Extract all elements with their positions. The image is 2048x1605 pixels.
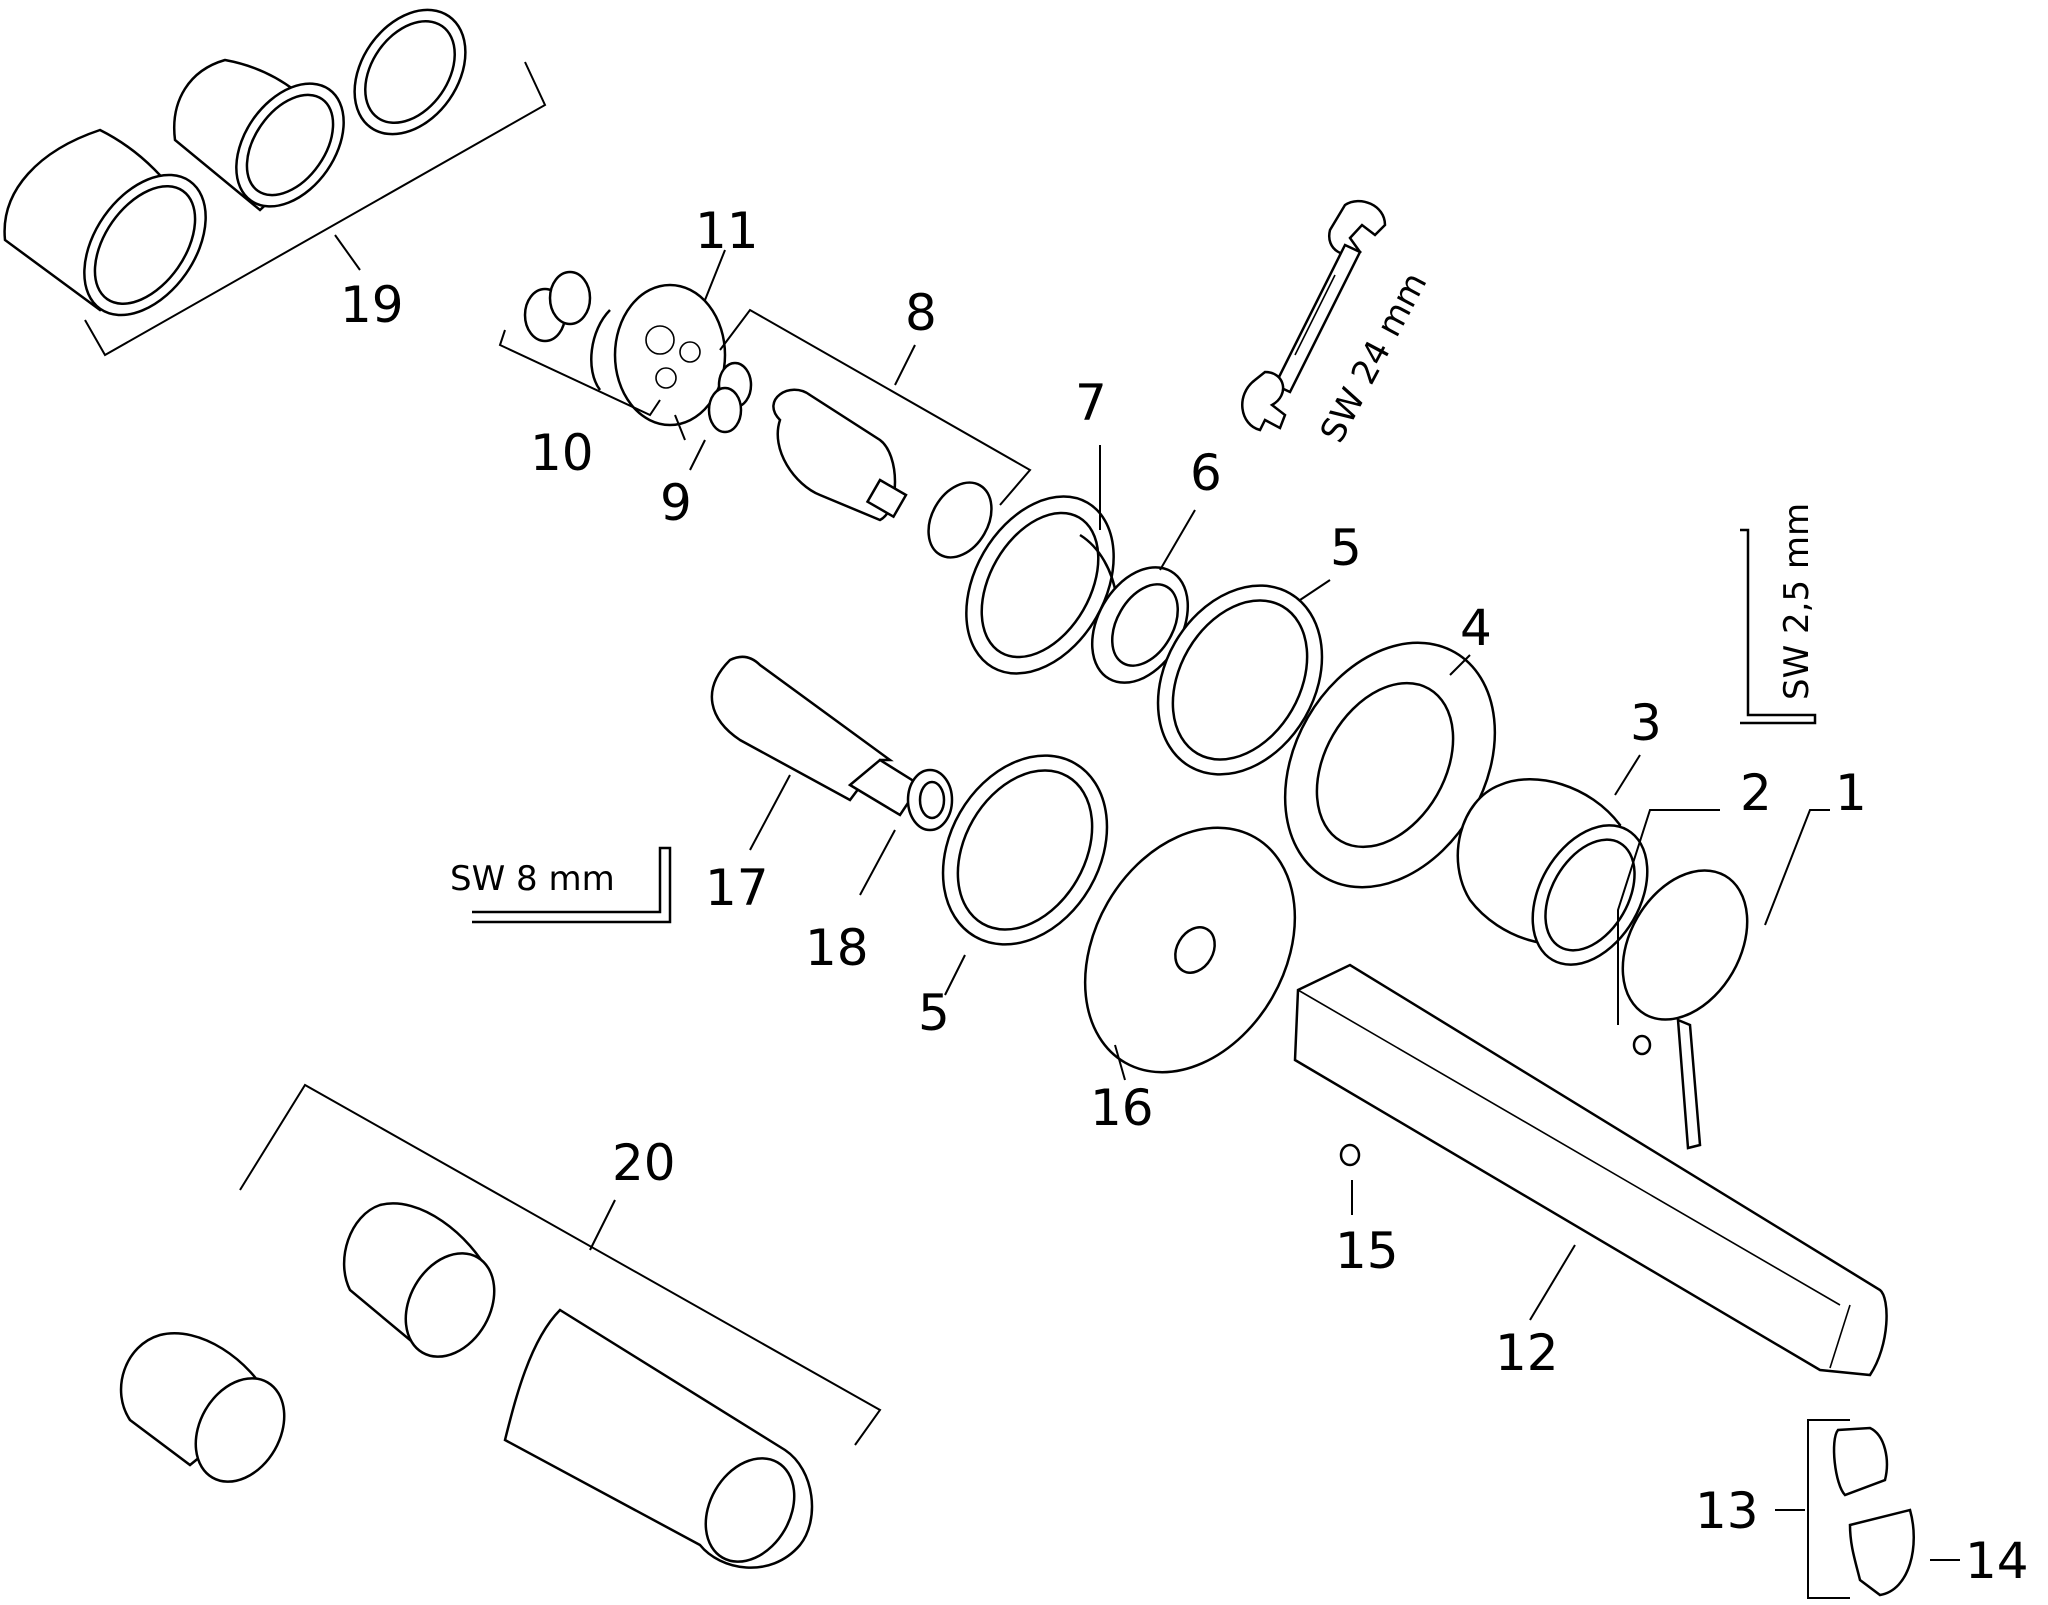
label-12: 12 <box>1495 1324 1559 1382</box>
hex-key-small-icon <box>1740 528 1817 725</box>
label-13: 13 <box>1695 1482 1759 1540</box>
label-10: 10 <box>530 424 594 482</box>
label-8: 8 <box>905 284 937 342</box>
label-5-upper: 5 <box>1330 519 1362 577</box>
part-3-sleeve <box>1456 754 1649 966</box>
part-12-spout <box>1293 963 1888 1377</box>
part-1-handle <box>1621 809 1830 1150</box>
label-17: 17 <box>705 859 769 917</box>
label-19: 19 <box>340 276 404 334</box>
part-8-cartridge <box>719 308 1032 559</box>
label-18: 18 <box>805 919 869 977</box>
label-7: 7 <box>1075 374 1107 432</box>
label-9: 9 <box>660 474 692 532</box>
part-16-cover-plate <box>1083 826 1297 1081</box>
part-17-extension <box>710 655 922 851</box>
label-5-lower: 5 <box>918 984 950 1042</box>
label-1: 1 <box>1835 764 1867 822</box>
part-18-nipple <box>859 768 954 896</box>
part-5-ring-upper <box>1156 579 1331 776</box>
label-4: 4 <box>1460 599 1492 657</box>
label-3: 3 <box>1630 694 1662 752</box>
label-6: 6 <box>1190 444 1222 502</box>
label-15: 15 <box>1335 1222 1399 1280</box>
label-16: 16 <box>1090 1079 1154 1137</box>
label-14: 14 <box>1965 1532 2029 1590</box>
part-19-sleeves <box>3 8 547 357</box>
part-5-ring-lower <box>941 754 1109 996</box>
hex-key-large-icon <box>472 846 672 924</box>
part-2-screw <box>1617 809 1720 1056</box>
hex-key-small-label: SW 2,5 mm <box>1777 503 1817 700</box>
part-9-seal <box>689 361 753 471</box>
part-13-14-aerator <box>1775 1419 1960 1599</box>
label-2: 2 <box>1740 764 1772 822</box>
part-10-11-seals <box>498 249 727 441</box>
label-11: 11 <box>695 202 759 260</box>
part-20-tools <box>119 1083 882 1569</box>
hex-key-large-label: SW 8 mm <box>450 859 615 899</box>
wrench-icon <box>1241 199 1387 432</box>
part-15-plug <box>1339 1143 1361 1215</box>
part-4-rosette <box>1283 641 1497 889</box>
label-20: 20 <box>612 1134 676 1192</box>
